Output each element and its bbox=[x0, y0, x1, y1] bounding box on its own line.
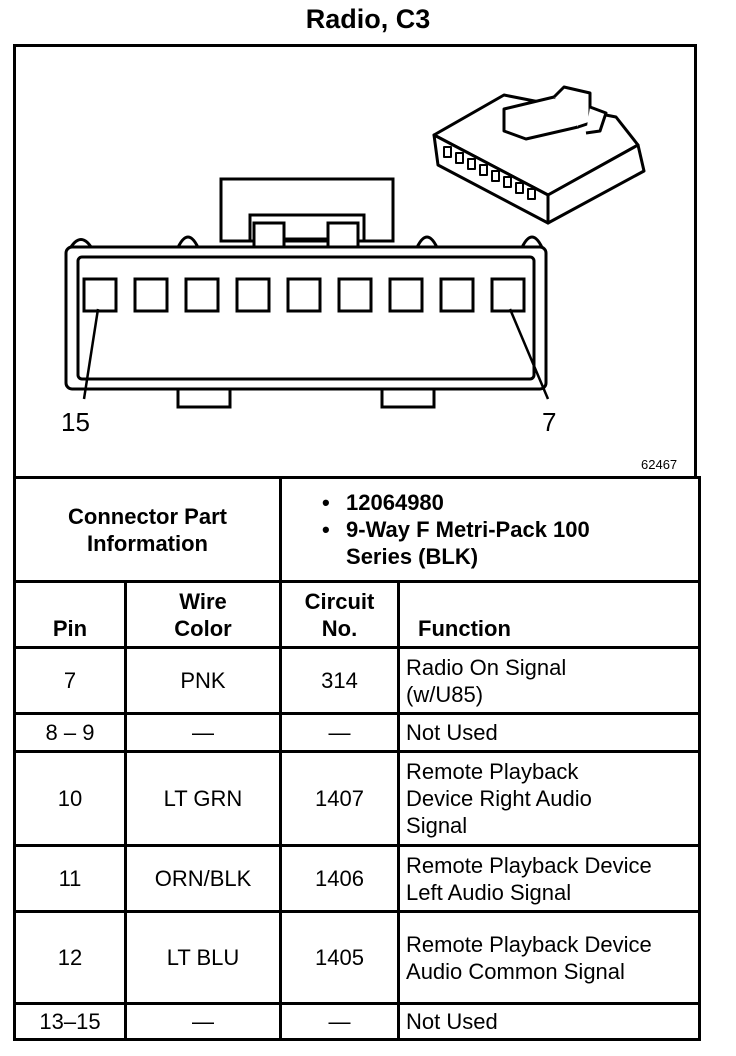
circuit-cell: — bbox=[279, 712, 401, 753]
pin-cell: 8 – 9 bbox=[13, 712, 127, 753]
table-row: 11 ORN/BLK 1406 Remote Playback Device L… bbox=[13, 844, 702, 913]
figure-number: 62467 bbox=[641, 457, 678, 472]
table-header-row: Pin Wire Color Circuit No. Function bbox=[13, 580, 702, 649]
connector-3d-illustration bbox=[432, 85, 646, 225]
pin-cavity-14 bbox=[133, 277, 169, 313]
function-cell: Remote Playback Device Audio Common Sign… bbox=[397, 910, 702, 1005]
pin-15-label: 15 bbox=[61, 407, 90, 437]
function-cell: Not Used bbox=[397, 712, 702, 753]
pin-cavity-10 bbox=[337, 277, 373, 313]
wire-color-cell: ORN/BLK bbox=[123, 844, 283, 913]
wire-color-cell: LT BLU bbox=[123, 910, 283, 1005]
pin-cell: 7 bbox=[13, 646, 127, 715]
pin-cavity-9 bbox=[388, 277, 424, 313]
connector-part-info-values: •12064980 •9-Way F Metri-Pack 100 Series… bbox=[279, 476, 702, 583]
header-function: Function bbox=[397, 580, 702, 649]
table-row: 8 – 9 — — Not Used bbox=[13, 712, 702, 753]
function-cell: Remote Playback Device Right Audio Signa… bbox=[397, 750, 702, 847]
pin-cell: 13–15 bbox=[13, 1002, 127, 1041]
table-row: 7 PNK 314 Radio On Signal (w/U85) bbox=[13, 646, 702, 715]
header-pin: Pin bbox=[13, 580, 127, 649]
connector-diagram bbox=[64, 85, 646, 409]
connector-part-number: 12064980 bbox=[346, 490, 444, 515]
circuit-cell: — bbox=[279, 1002, 401, 1041]
pin-cell: 12 bbox=[13, 910, 127, 1005]
function-cell: Remote Playback Device Left Audio Signal bbox=[397, 844, 702, 913]
header-circuit-no: Circuit No. bbox=[279, 580, 401, 649]
circuit-cell: 1407 bbox=[279, 750, 401, 847]
pin-cavity-13 bbox=[184, 277, 220, 313]
pin-cell: 11 bbox=[13, 844, 127, 913]
connector-description: 9-Way F Metri-Pack 100 Series (BLK) bbox=[346, 517, 590, 569]
connector-body bbox=[64, 235, 548, 409]
wire-color-cell: PNK bbox=[123, 646, 283, 715]
pin-cavity-7 bbox=[490, 277, 526, 313]
circuit-cell: 1406 bbox=[279, 844, 401, 913]
pin-cavity-8 bbox=[439, 277, 475, 313]
connector-diagram-panel: 15 7 62467 bbox=[13, 44, 697, 476]
circuit-cell: 314 bbox=[279, 646, 401, 715]
connector-part-info-label: Connector Part Information bbox=[12, 476, 283, 583]
table-row: 10 LT GRN 1407 Remote Playback Device Ri… bbox=[13, 750, 702, 847]
function-cell: Not Used bbox=[397, 1002, 702, 1041]
function-cell: Radio On Signal (w/U85) bbox=[397, 646, 702, 715]
pin-cavities bbox=[82, 277, 526, 313]
pinout-table: Connector Part Information •12064980 •9-… bbox=[12, 476, 702, 1041]
header-wire-color: Wire Color bbox=[123, 580, 283, 649]
pin-cavity-11 bbox=[286, 277, 322, 313]
pin-leader-lines bbox=[82, 308, 550, 400]
connector-info-row: Connector Part Information •12064980 •9-… bbox=[12, 476, 702, 583]
page-title: Radio, C3 bbox=[305, 4, 431, 34]
wire-color-cell: — bbox=[123, 1002, 283, 1041]
table-row: 12 LT BLU 1405 Remote Playback Device Au… bbox=[13, 910, 702, 1005]
pin-7-label: 7 bbox=[542, 407, 557, 437]
pin-cavity-15 bbox=[82, 277, 118, 313]
wire-color-cell: — bbox=[123, 712, 283, 753]
table-row: 13–15 — — Not Used bbox=[13, 1002, 702, 1041]
wire-color-cell: LT GRN bbox=[123, 750, 283, 847]
pin-cell: 10 bbox=[13, 750, 127, 847]
pin-cavity-12 bbox=[235, 277, 271, 313]
circuit-cell: 1405 bbox=[279, 910, 401, 1005]
